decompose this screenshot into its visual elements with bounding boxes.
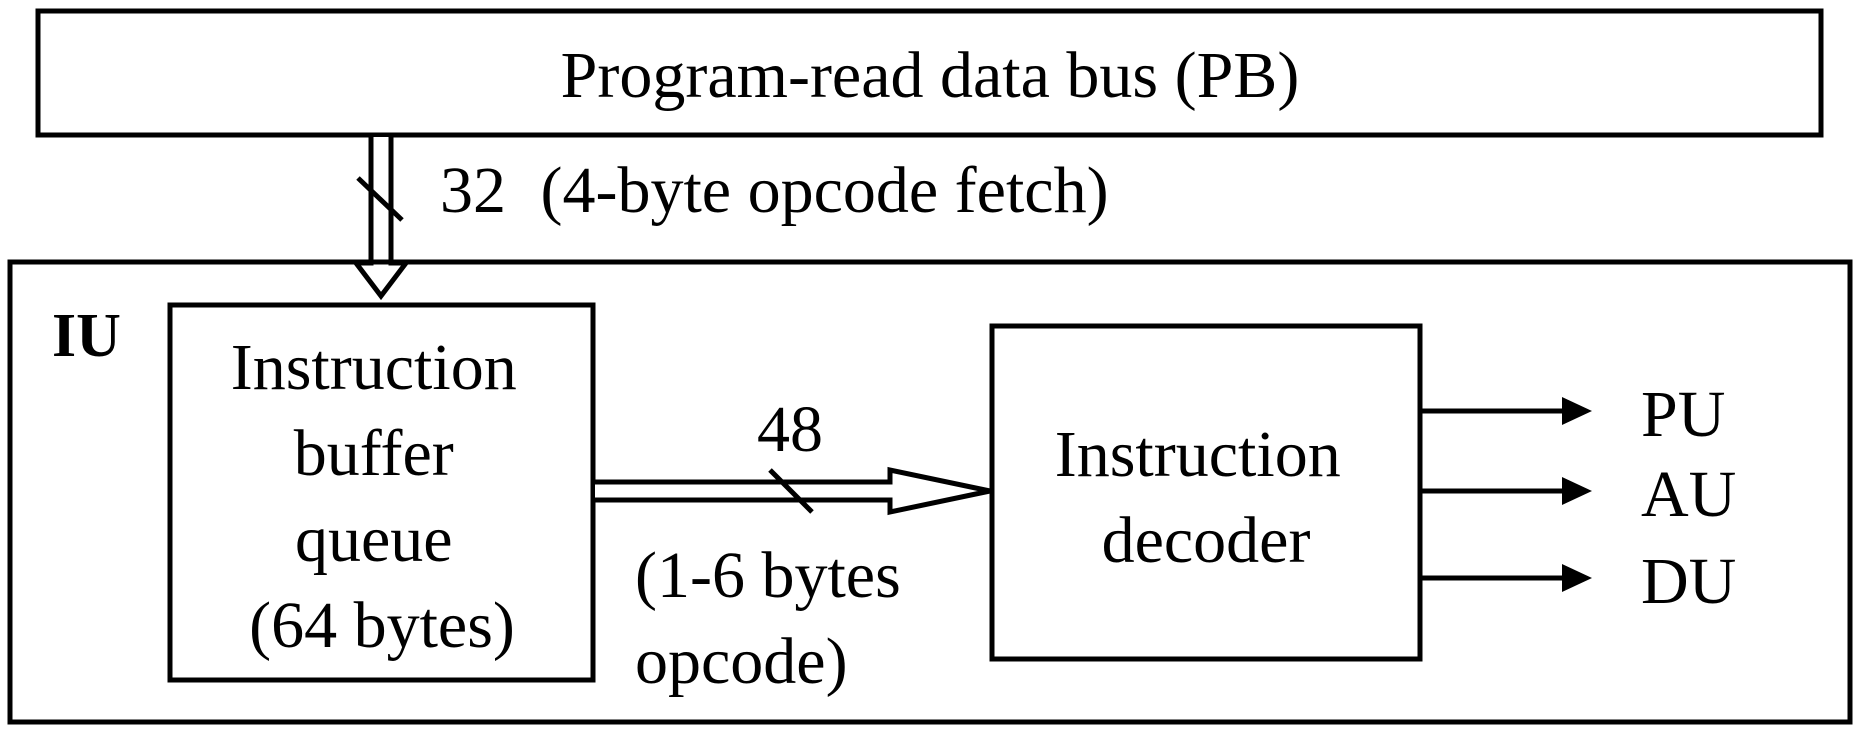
iu-box — [7, 259, 1853, 725]
fetch-bus-width-slash — [356, 176, 404, 222]
program-bus: Program-read data bus (PB) — [35, 8, 1824, 138]
internal-bus-width: 48 — [757, 393, 823, 466]
instruction-decoder-box — [989, 323, 1423, 662]
decoder-line-1: Instruction — [1055, 418, 1341, 491]
output-pu-arrowhead — [1562, 397, 1592, 425]
output-pu-label: PU — [1641, 378, 1725, 451]
output-au-label: AU — [1641, 458, 1736, 531]
internal-bus-description-line-2: opcode) — [635, 625, 848, 698]
internal-bus-description: (1-6 bytes opcode) — [635, 539, 917, 698]
fetch-bus: 32 (4-byte opcode fetch) — [350, 137, 1109, 301]
output-du: DU — [1421, 545, 1736, 618]
program-bus-label: Program-read data bus (PB) — [561, 39, 1300, 112]
output-du-arrowhead — [1562, 564, 1592, 592]
output-pu: PU — [1421, 378, 1725, 451]
fetch-bus-width-label: 32 (4-byte opcode fetch) — [440, 154, 1109, 227]
program-bus-box — [35, 8, 1824, 138]
output-au: AU — [1421, 458, 1736, 531]
output-au-arrowhead — [1562, 477, 1592, 505]
decoder-line-2: decoder — [1102, 504, 1311, 577]
output-du-label: DU — [1641, 545, 1736, 618]
iu-label: IU — [52, 302, 121, 370]
instruction-buffer: Instruction buffer queue (64 bytes) — [167, 302, 596, 683]
fetch-bus-width: 32 — [440, 154, 506, 227]
buffer-line-1: Instruction — [231, 331, 517, 404]
instruction-decoder-label: Instruction decoder — [1055, 418, 1357, 577]
internal-bus: 48 (1-6 bytes opcode) — [595, 393, 991, 698]
buffer-line-3: queue — [295, 503, 453, 576]
decoder-outputs: PU AU DU — [1421, 378, 1736, 618]
buffer-line-2: buffer — [294, 417, 454, 490]
internal-bus-description-line-1: (1-6 bytes — [635, 539, 901, 612]
internal-bus-width-slash — [768, 468, 814, 514]
buffer-line-4: (64 bytes) — [249, 589, 515, 662]
fetch-bus-description: (4-byte opcode fetch) — [541, 154, 1109, 227]
iu-block: IU — [7, 259, 1853, 725]
instruction-decoder: Instruction decoder — [989, 323, 1423, 662]
instruction-buffer-box — [167, 302, 596, 683]
instruction-buffer-label: Instruction buffer queue (64 bytes) — [231, 331, 533, 662]
